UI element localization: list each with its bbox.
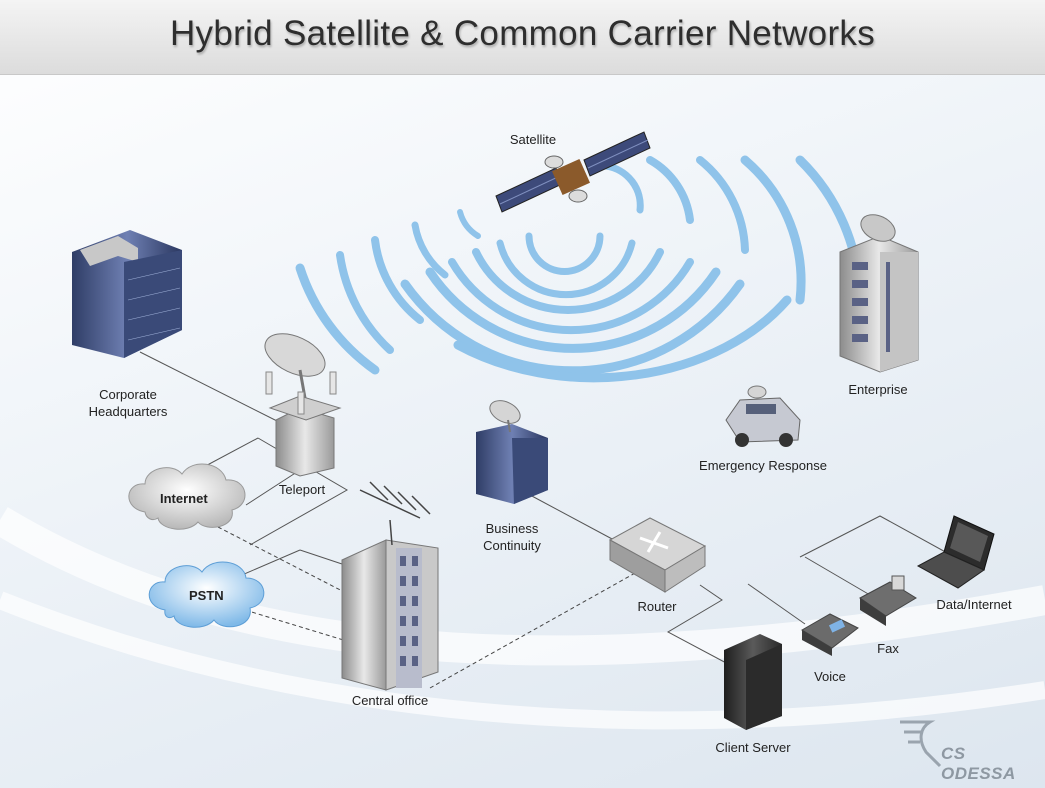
cs-odessa-logo: CS ODESSA	[941, 744, 1016, 783]
corporate-hq-building-icon	[72, 230, 182, 358]
teleport-icon	[264, 333, 342, 477]
central-office-building-icon	[341, 481, 439, 691]
data-internet-label: Data/Internet	[936, 597, 1012, 612]
client-server-label: Client Server	[715, 740, 791, 755]
corporate-hq-label-line1: Corporate	[99, 387, 157, 402]
title-bar: Hybrid Satellite & Common Carrier Networ…	[0, 0, 1045, 75]
pstn-label: PSTN	[189, 588, 224, 603]
router-label: Router	[637, 599, 677, 614]
satellite-label: Satellite	[509, 132, 557, 147]
pstn-cloud-icon	[148, 561, 265, 628]
teleport-label: Teleport	[278, 482, 326, 497]
corporate-hq-label-line2: Headquarters	[88, 404, 168, 419]
business-continuity-building-icon	[476, 400, 548, 504]
enterprise-label: Enterprise	[848, 382, 908, 397]
emergency-vehicle-icon	[725, 385, 801, 447]
router-icon	[608, 517, 707, 593]
dashed-links	[217, 526, 638, 689]
laptop-icon	[916, 515, 995, 589]
business-continuity-label-line1: Business	[485, 521, 539, 536]
satellite-icon	[495, 131, 651, 213]
signal-arcs	[295, 155, 865, 383]
emergency-response-label: Emergency Response	[699, 458, 827, 473]
enterprise-building-icon	[839, 214, 919, 373]
internet-cloud-icon	[128, 463, 246, 530]
fax-label: Fax	[877, 641, 899, 656]
central-office-label: Central office	[351, 693, 429, 708]
phone-icon	[801, 613, 859, 656]
internet-label: Internet	[160, 491, 208, 506]
logo-mark-icon	[900, 720, 942, 768]
client-server-icon	[724, 634, 782, 730]
corporate-hq-label: Corporate Headquarters	[68, 386, 188, 420]
voice-label: Voice	[814, 669, 846, 684]
business-continuity-label-line2: Continuity	[483, 538, 541, 553]
diagram-title: Hybrid Satellite & Common Carrier Networ…	[169, 14, 875, 53]
fax-icon	[859, 575, 917, 626]
business-continuity-label: Business Continuity	[470, 520, 554, 554]
